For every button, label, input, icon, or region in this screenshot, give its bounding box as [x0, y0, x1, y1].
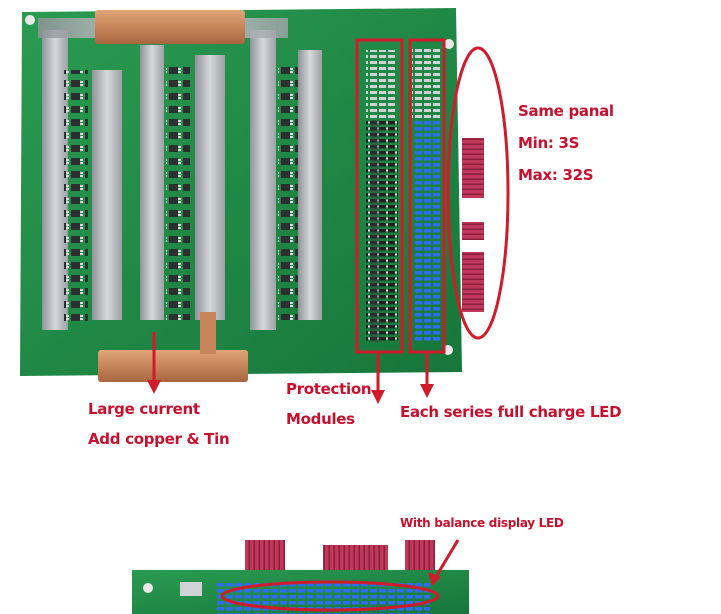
balance-led-label: With balance display LED [400, 516, 564, 530]
tin-busbars [38, 18, 322, 330]
balance-led-ellipse [220, 580, 440, 612]
max-series-label: Max: 32S [518, 166, 594, 184]
modules-label: Modules [286, 410, 355, 428]
bms-board-bottom [132, 539, 469, 614]
copper-bars [95, 10, 248, 382]
large-current-label: Large current [88, 400, 200, 418]
copper-tin-label: Add copper & Tin [88, 430, 230, 448]
mosfet-columns [64, 62, 298, 325]
panel-highlight-ellipse [446, 46, 510, 340]
min-series-label: Min: 3S [518, 134, 580, 152]
protection-label: Protection [286, 380, 372, 398]
annotation-arrows [147, 332, 434, 404]
same-panel-label: Same panal [518, 102, 614, 120]
balance-led-arrow [428, 539, 460, 586]
mount-hole [25, 15, 35, 25]
full-charge-led-column [412, 48, 442, 342]
pcb-top [20, 8, 462, 376]
mount-hole [444, 39, 454, 49]
protection-module-components [366, 50, 398, 342]
balance-cable-bundles [462, 138, 484, 312]
full-charge-led-label: Each series full charge LED [400, 403, 622, 421]
bms-board-top [20, 8, 510, 404]
